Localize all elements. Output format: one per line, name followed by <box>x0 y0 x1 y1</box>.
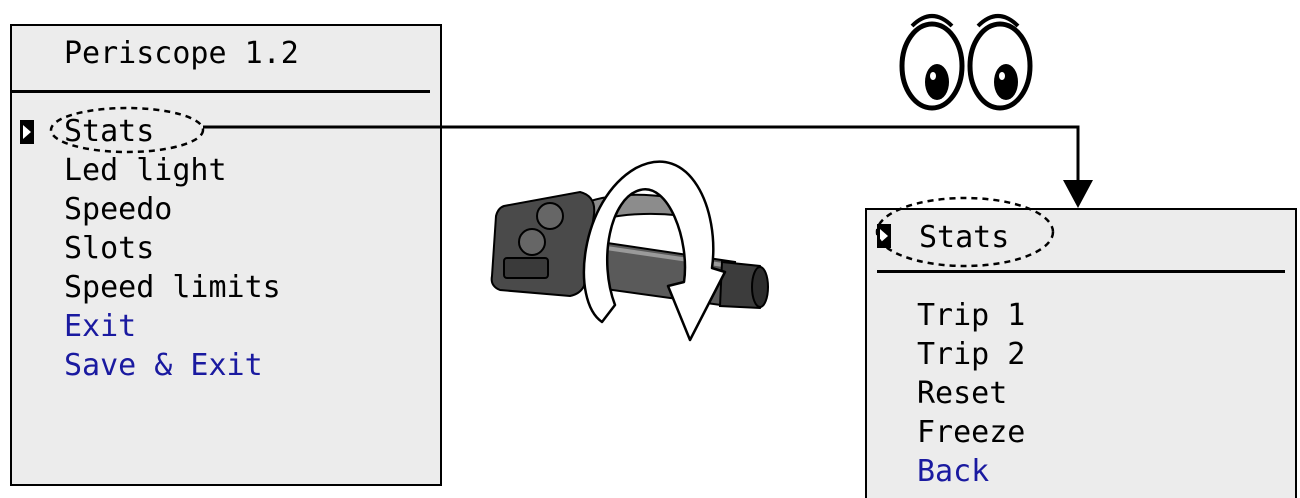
handlebar-switch-icon <box>492 192 768 308</box>
selection-highlight-ellipse <box>877 198 1053 266</box>
navigation-arrow-head <box>1063 180 1093 208</box>
selection-highlight-ellipse <box>51 108 203 152</box>
cartoon-eyes-icon <box>902 16 1030 108</box>
